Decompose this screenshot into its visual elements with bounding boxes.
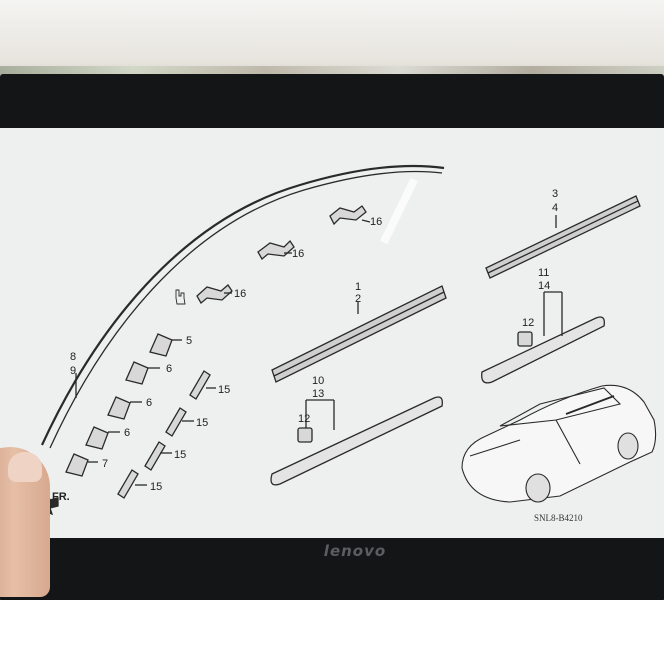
roof-molding — [41, 164, 445, 446]
label-2: 2 — [355, 293, 361, 305]
hand-cursor-icon — [175, 289, 186, 305]
finger-nail — [8, 452, 42, 482]
clip-16-top — [329, 205, 371, 226]
desk-area — [0, 600, 664, 664]
label-1: 1 — [355, 281, 361, 293]
molding-1-2 — [271, 285, 447, 383]
label-13: 13 — [312, 388, 324, 400]
clip-6-c — [85, 426, 120, 450]
clip-6-b — [107, 396, 142, 420]
label-16-low: 16 — [234, 288, 246, 300]
car-illustration — [461, 384, 657, 503]
molding-11-14 — [481, 291, 605, 384]
clip-15-b — [165, 407, 194, 437]
label-3: 3 — [552, 188, 558, 200]
roof-molding-edge — [49, 170, 443, 449]
parts-diagram: 16 16 16 5 6 6 6 7 8 9 15 15 15 15 3 4 1… — [34, 164, 657, 523]
label-7: 7 — [102, 458, 108, 470]
label-12-left: 12 — [298, 413, 310, 425]
label-5: 5 — [186, 335, 192, 347]
label-9: 9 — [70, 365, 76, 377]
label-15-d: 15 — [150, 481, 162, 493]
clip-15-d — [117, 469, 147, 499]
molding-10-13 — [270, 396, 443, 486]
label-15-c: 15 — [174, 449, 186, 461]
clip-12-right — [517, 331, 533, 347]
monitor-brand-logo: lenovo — [323, 542, 387, 560]
clip-16-low — [196, 284, 233, 304]
clip-12-left — [297, 427, 313, 443]
front-mark: FR. — [52, 491, 70, 503]
label-14: 14 — [538, 280, 550, 292]
label-4: 4 — [552, 202, 558, 214]
clip-16-mid — [257, 239, 295, 260]
clip-5 — [149, 333, 182, 357]
clip-7 — [65, 453, 98, 477]
label-10: 10 — [312, 375, 324, 387]
label-16-mid: 16 — [292, 248, 304, 260]
label-16-top: 16 — [370, 216, 382, 228]
label-6-c: 6 — [124, 427, 130, 439]
clip-15-c — [144, 441, 172, 471]
label-8: 8 — [70, 351, 76, 363]
molding-3-4 — [485, 195, 641, 279]
clip-6-a — [125, 361, 160, 385]
label-6-b: 6 — [146, 397, 152, 409]
label-15-a: 15 — [218, 384, 230, 396]
diagram-code: SNL8-B4210 — [534, 513, 583, 523]
label-15-b: 15 — [196, 417, 208, 429]
label-6-a: 6 — [166, 363, 172, 375]
label-11: 11 — [538, 267, 549, 279]
label-12-right: 12 — [522, 317, 534, 329]
clip-15-a — [189, 370, 216, 400]
